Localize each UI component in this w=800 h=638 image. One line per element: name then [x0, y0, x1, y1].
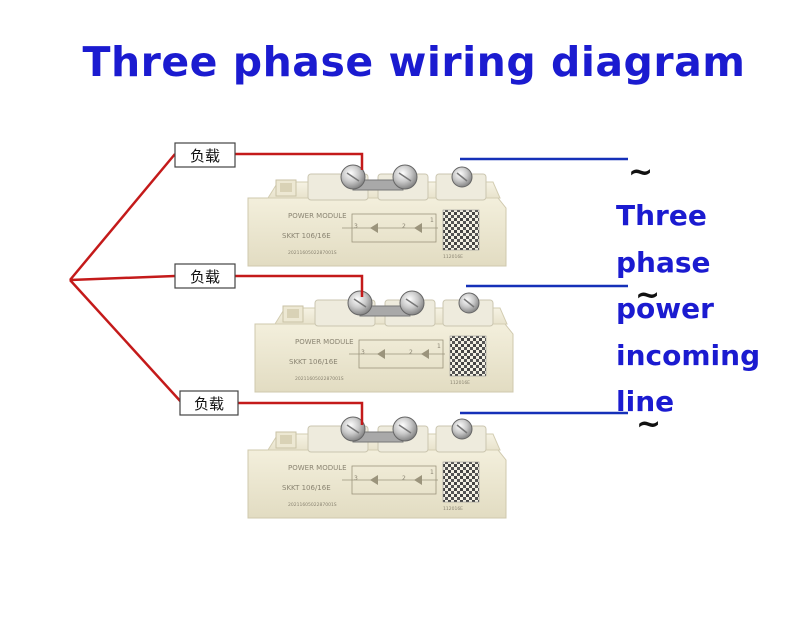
phase-symbol-2: ~ — [635, 278, 660, 313]
load-wires — [69, 152, 364, 425]
module-serial: 2021160502287001S — [288, 502, 337, 508]
common-wire-1 — [69, 153, 176, 281]
module-pin-1: 1 — [437, 343, 441, 350]
load-label: 负载 — [190, 147, 220, 165]
three-phase-power-label: Three phase power incoming line — [616, 193, 796, 426]
power-module-1: POWER MODULE SKKT 106/16E 20211605022870… — [247, 164, 507, 267]
power-module-3: POWER MODULE SKKT 106/16E 20211605022870… — [247, 416, 507, 519]
module-pin-1: 1 — [430, 217, 434, 224]
load-box-3: 负载 — [179, 390, 239, 416]
supply-wires — [460, 157, 628, 415]
load-box-1: 负载 — [174, 142, 236, 168]
side-label-line: phase — [616, 245, 711, 279]
diagram-title: Three phase wiring diagram — [82, 38, 746, 86]
side-label-line: Three — [616, 199, 707, 232]
load-wire-2 — [235, 274, 364, 297]
module-name: POWER MODULE — [295, 338, 354, 346]
module-pin-2: 2 — [409, 349, 413, 356]
module-code: 112016E — [443, 254, 463, 260]
side-label-line: power — [616, 292, 714, 325]
module-pin-3: 3 — [354, 223, 358, 230]
module-pin-3: 3 — [354, 475, 358, 482]
side-label-line: incoming — [616, 338, 761, 372]
module-code: 112016E — [443, 506, 463, 512]
module-pin-1: 1 — [430, 469, 434, 476]
load-label: 负载 — [190, 268, 220, 286]
common-wire-2 — [69, 274, 176, 282]
module-code: 112016E — [450, 380, 470, 386]
common-wire-3 — [69, 279, 183, 404]
phase-symbol-3: ~ — [636, 407, 661, 442]
power-module-2: POWER MODULE SKKT 106/16E 20211605022870… — [254, 290, 514, 393]
module-model: SKKT 106/16E — [282, 484, 331, 492]
phase-symbol-1: ~ — [628, 155, 653, 190]
module-model: SKKT 106/16E — [289, 358, 338, 366]
module-serial: 2021160502287001S — [288, 250, 337, 256]
load-wire-3 — [238, 401, 364, 425]
module-name: POWER MODULE — [288, 212, 347, 220]
load-wire-1 — [235, 152, 364, 170]
module-serial: 2021160502287001S — [295, 376, 344, 382]
module-pin-3: 3 — [361, 349, 365, 356]
module-model: SKKT 106/16E — [282, 232, 331, 240]
module-name: POWER MODULE — [288, 464, 347, 472]
module-pin-2: 2 — [402, 223, 406, 230]
side-label-line: line — [616, 385, 675, 418]
load-label: 负载 — [194, 395, 224, 413]
load-box-2: 负载 — [174, 263, 236, 289]
module-pin-2: 2 — [402, 475, 406, 482]
